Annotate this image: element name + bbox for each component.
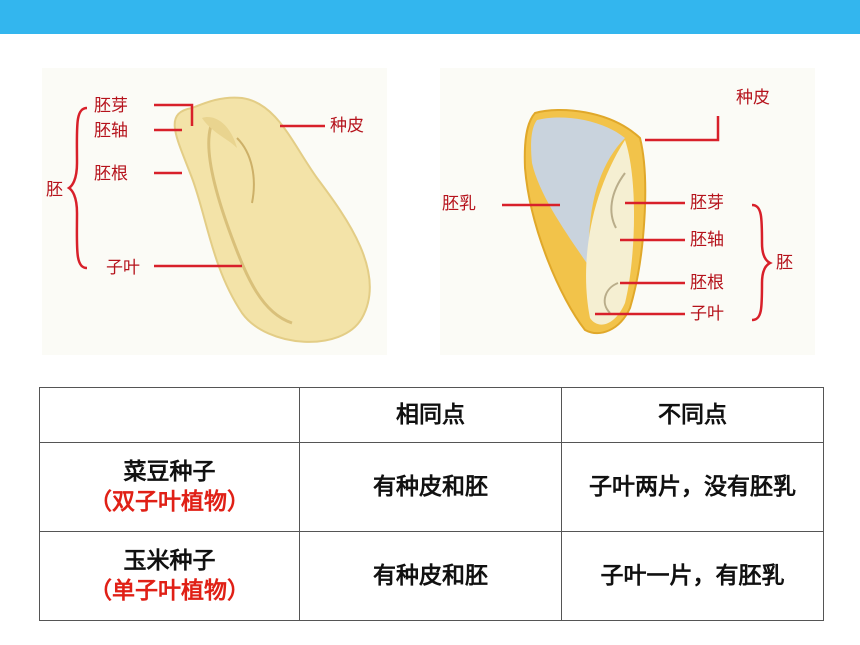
- comparison-table: 相同点 不同点 菜豆种子 （双子叶植物） 有种皮和胚 子叶两片，没有胚乳 玉米种…: [39, 387, 824, 621]
- corn-label-cotyledon: 子叶: [690, 304, 724, 324]
- corn-label-radicle: 胚根: [690, 273, 724, 293]
- bean-label-radicle: 胚根: [94, 164, 128, 184]
- corn-label-plumule: 胚芽: [690, 193, 724, 213]
- plant-type: （双子叶植物）: [89, 489, 250, 515]
- table-row: 菜豆种子 （双子叶植物） 有种皮和胚 子叶两片，没有胚乳: [39, 442, 824, 532]
- corn-label-endosperm: 胚乳: [442, 194, 476, 214]
- plant-type: （单子叶植物）: [89, 578, 250, 604]
- bean-embryo-outline: [207, 122, 293, 325]
- bean-label-embryo: 胚: [46, 180, 63, 200]
- bean-plumule-shape: [202, 117, 237, 148]
- corn-label-seed-coat: 种皮: [736, 88, 770, 108]
- bean-cotyledon-shape: [173, 96, 371, 343]
- corn-endosperm-shape: [531, 117, 625, 268]
- bean-seed-illustration: [66, 96, 371, 343]
- top-bar: [0, 0, 860, 34]
- difference-cell: 子叶一片，有胚乳: [561, 531, 824, 621]
- corn-embryo-brace: [751, 203, 773, 322]
- corn-seed-illustration: [502, 108, 773, 335]
- bean-label-cotyledon: 子叶: [106, 258, 140, 278]
- table-row: 玉米种子 （单子叶植物） 有种皮和胚 子叶一片，有胚乳: [39, 531, 824, 621]
- header-cell-similarities: 相同点: [299, 387, 562, 443]
- bean-label-seed-coat: 种皮: [330, 116, 364, 136]
- corn-label-embryo: 胚: [776, 253, 793, 273]
- difference-cell: 子叶两片，没有胚乳: [561, 442, 824, 532]
- seed-name-cell: 玉米种子 （单子叶植物）: [39, 531, 300, 621]
- seed-name-cell: 菜豆种子 （双子叶植物）: [39, 442, 300, 532]
- similarity-cell: 有种皮和胚: [299, 531, 562, 621]
- bean-label-hypocotyl: 胚轴: [94, 121, 128, 141]
- table-header-row: 相同点 不同点: [39, 387, 824, 443]
- seed-name: 玉米种子: [123, 548, 216, 574]
- bean-embryo-brace: [66, 106, 88, 270]
- corn-label-hypocotyl: 胚轴: [690, 230, 724, 250]
- bean-label-plumule: 胚芽: [94, 96, 128, 116]
- similarity-cell: 有种皮和胚: [299, 442, 562, 532]
- corn-embryo-shape: [586, 140, 635, 325]
- corn-seed-diagram: 种皮 胚乳 胚芽 胚轴 胚根 子叶 胚: [440, 68, 815, 355]
- bean-seed-diagram: 胚芽 胚轴 胚根 胚 种皮 子叶: [42, 68, 387, 355]
- header-cell-differences: 不同点: [561, 387, 824, 443]
- seed-name: 菜豆种子: [123, 459, 216, 485]
- header-cell-empty: [39, 387, 300, 443]
